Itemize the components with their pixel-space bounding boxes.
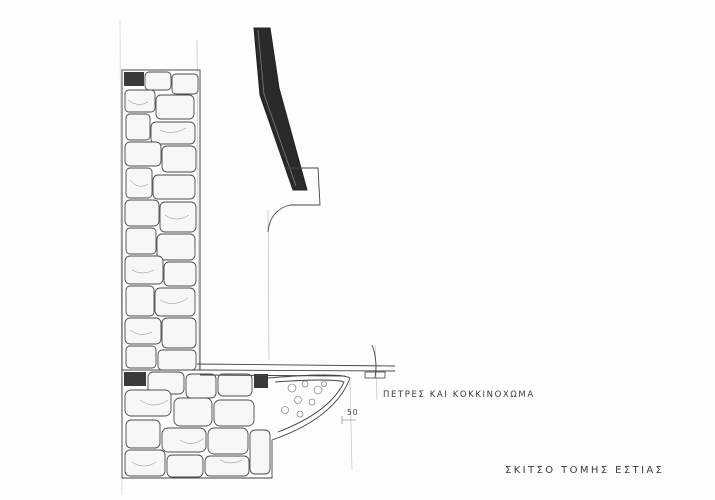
drawing-title: ΣΚΙΤΣΟ ΤΟΜΗΣ ΕΣΤΙΑΣ bbox=[505, 465, 665, 476]
dimension-marker bbox=[341, 416, 356, 424]
dimension-annotation: 50 bbox=[347, 408, 359, 417]
material-annotation: ΠΕΤΡΕΣ ΚΑΙ ΚΟΚΚΙΝΟΧΩΜΑ bbox=[383, 390, 535, 400]
rubble-fill bbox=[281, 380, 327, 418]
stone-wall bbox=[121, 69, 201, 371]
stone-base bbox=[121, 370, 273, 479]
hearth-slab bbox=[196, 344, 396, 441]
chimney-hood bbox=[253, 27, 321, 233]
